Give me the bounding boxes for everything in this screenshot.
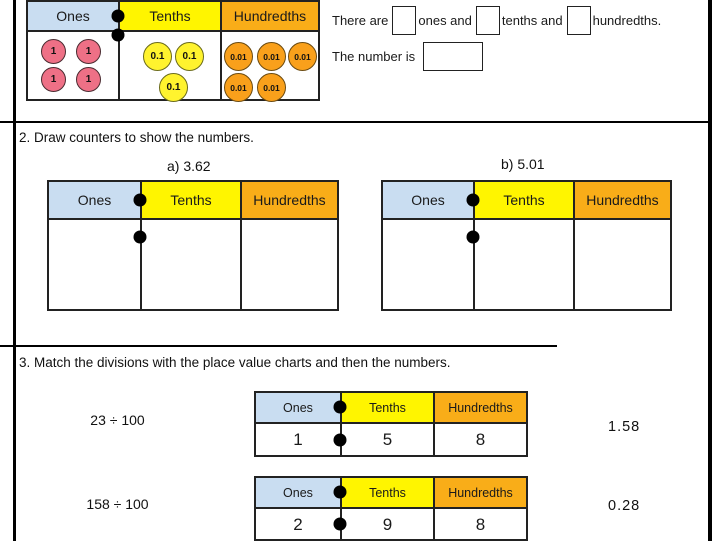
sentence-text: ones and [418, 13, 472, 28]
place-value-chart-match-2: Ones Tenths Hundredths 2 9 8 [254, 476, 528, 541]
place-value-chart-b: Ones Tenths Hundredths [381, 180, 672, 311]
ones-header: Ones [256, 393, 340, 422]
hundredth-counter: 0.01 [257, 42, 286, 71]
match-number: 0.28 [608, 498, 641, 514]
hundredths-draw-area[interactable] [240, 220, 337, 309]
decimal-point-dot [333, 400, 347, 414]
hundredths-header: Hundredths [433, 393, 526, 422]
division-expression: 158 ÷ 100 [86, 496, 149, 512]
tenths-header: Tenths [340, 393, 433, 422]
number-sentence: The number is [330, 42, 484, 71]
division-expression: 23 ÷ 100 [90, 412, 145, 428]
tenths-answer-box[interactable] [475, 6, 500, 35]
hundredths-header: Hundredths [433, 478, 526, 507]
hundredths-header: Hundredths [220, 2, 318, 30]
tenths-value: 5 [340, 424, 433, 455]
number-answer-box[interactable] [423, 42, 484, 71]
page-right-border [708, 0, 712, 541]
hundredth-counter: 0.01 [224, 42, 253, 71]
tenths-draw-area[interactable] [140, 220, 240, 309]
tenths-draw-area[interactable] [473, 220, 573, 309]
ones-header: Ones [256, 478, 340, 507]
section3-title: 3. Match the divisions with the place va… [19, 355, 451, 370]
section-divider-line [0, 345, 557, 347]
sentence-text: There are [332, 13, 389, 28]
place-value-chart-example: Ones Tenths Hundredths 1 1 1 1 0.1 0.1 0… [26, 0, 320, 102]
ones-value: 1 [293, 429, 303, 449]
decimal-point-dot [333, 433, 347, 447]
sentence-text: hundredths. [592, 13, 662, 28]
part-b-label: b) 5.01 [501, 156, 545, 172]
hundredths-header: Hundredths [240, 182, 337, 218]
hundredths-answer-box[interactable] [566, 6, 591, 35]
sentence-text: tenths and [501, 13, 563, 28]
section2-title: 2. Draw counters to show the numbers. [19, 130, 254, 145]
ones-answer-box[interactable] [392, 6, 417, 35]
tenths-header: Tenths [340, 478, 433, 507]
ones-header: Ones [49, 182, 140, 218]
ones-header: Ones [383, 182, 473, 218]
one-counter: 1 [41, 67, 66, 92]
match-number: 1.58 [608, 419, 641, 435]
decimal-point-dot [133, 230, 147, 244]
page-left-border [13, 0, 16, 541]
hundredths-value: 8 [433, 509, 526, 540]
hundredth-counter: 0.01 [257, 73, 286, 102]
sentence-text: The number is [332, 49, 416, 64]
one-counter: 1 [76, 67, 101, 92]
decimal-point-dot [111, 9, 125, 23]
one-counter: 1 [76, 39, 101, 64]
tenths-header: Tenths [473, 182, 573, 218]
decimal-point-dot [466, 230, 480, 244]
decimal-point-dot [333, 517, 347, 531]
tenth-counter: 0.1 [175, 42, 204, 71]
tenth-counter: 0.1 [159, 73, 188, 102]
part-a-label: a) 3.62 [167, 158, 211, 174]
hundredth-counter: 0.01 [288, 42, 317, 71]
decimal-point-dot [111, 28, 125, 42]
ones-value: 2 [293, 514, 303, 534]
hundredths-draw-area[interactable] [573, 220, 670, 309]
hundredth-counter: 0.01 [224, 73, 253, 102]
hundredths-cell [220, 32, 318, 99]
ones-draw-area[interactable] [383, 220, 473, 309]
section-divider-line [0, 121, 712, 123]
ones-header: Ones [28, 2, 118, 30]
one-counter: 1 [41, 39, 66, 64]
tenths-cell [118, 32, 220, 99]
hundredths-header: Hundredths [573, 182, 670, 218]
ones-draw-area[interactable] [49, 220, 140, 309]
tenths-header: Tenths [140, 182, 240, 218]
fill-in-sentence: There are ones and tenths and hundredths… [330, 6, 665, 35]
decimal-point-dot [133, 193, 147, 207]
decimal-point-dot [333, 485, 347, 499]
tenths-header: Tenths [118, 2, 220, 30]
place-value-chart-a: Ones Tenths Hundredths [47, 180, 339, 311]
tenth-counter: 0.1 [143, 42, 172, 71]
ones-cell [28, 32, 118, 99]
place-value-chart-match-1: Ones Tenths Hundredths 1 5 8 [254, 391, 528, 457]
hundredths-value: 8 [433, 424, 526, 455]
decimal-point-dot [466, 193, 480, 207]
tenths-value: 9 [340, 509, 433, 540]
